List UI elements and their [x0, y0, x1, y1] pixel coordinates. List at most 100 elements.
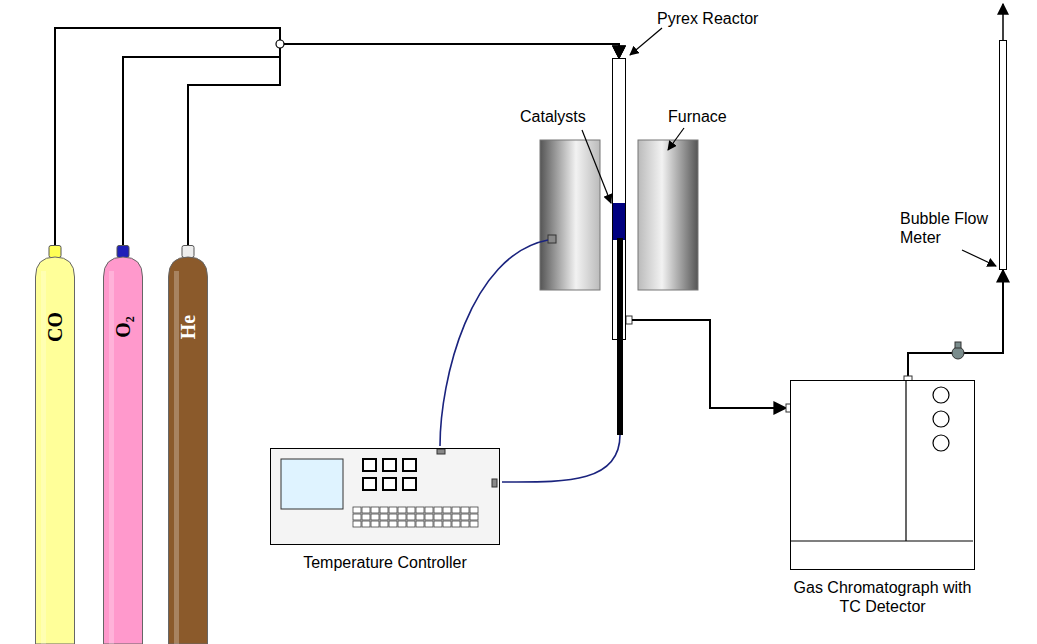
- keypad-key: [389, 514, 397, 520]
- control-button: [363, 478, 376, 490]
- reactor-outlet-port: [626, 316, 632, 324]
- keypad-key: [452, 521, 460, 527]
- keypad-key: [470, 514, 478, 520]
- keypad-key: [398, 514, 406, 520]
- keypad-key: [407, 514, 415, 520]
- control-button: [363, 459, 376, 471]
- keypad-key: [389, 507, 397, 513]
- keypad-key: [380, 514, 388, 520]
- cylinder-shape: [168, 245, 208, 644]
- gas-chromatograph: Gas Chromatograph with TC Detector: [790, 380, 975, 616]
- gas-line: [632, 320, 786, 408]
- part-label: Furnace: [668, 108, 727, 126]
- gas-chromatograph-face: [791, 381, 973, 568]
- controller-port: [437, 449, 445, 454]
- display-screen: [281, 459, 343, 509]
- furnace-block: [540, 140, 600, 290]
- keypad-key: [416, 521, 424, 527]
- panel-line: [905, 381, 906, 541]
- keypad-key: [434, 507, 442, 513]
- flow-valve: [952, 347, 964, 359]
- leader-line: [962, 250, 996, 266]
- keypad-key: [452, 507, 460, 513]
- keypad-key: [470, 521, 478, 527]
- keypad-key: [380, 507, 388, 513]
- keypad-key: [434, 521, 442, 527]
- part-label: Catalysts: [520, 108, 586, 126]
- part-label: Pyrex Reactor: [657, 9, 758, 28]
- gas-line: [123, 44, 619, 245]
- keypad-key: [362, 521, 370, 527]
- reactor-tube: Pyrex Reactor: [612, 58, 626, 340]
- keypad-key: [371, 521, 379, 527]
- cylinder-body: [169, 257, 208, 644]
- keypad-key: [461, 521, 469, 527]
- bubble-flow-meter: Bubble Flow Meter: [999, 40, 1007, 270]
- keypad-key: [407, 521, 415, 527]
- keypad-key: [470, 507, 478, 513]
- cylinder-valve: [49, 246, 61, 258]
- control-knob: [933, 435, 949, 451]
- gas-line: [55, 28, 619, 245]
- control-knob: [933, 387, 949, 403]
- catalyst-bed: [613, 203, 625, 240]
- part-label: Bubble Flow Meter: [900, 209, 995, 247]
- cylinder-valve: [182, 246, 194, 258]
- keypad-key: [353, 514, 361, 520]
- mixing-valve: [276, 40, 284, 48]
- control-button: [403, 459, 416, 471]
- flow-valve: [955, 342, 961, 348]
- cylinder-body: [36, 257, 75, 644]
- panel-line: [791, 540, 973, 541]
- keypad-key: [425, 514, 433, 520]
- cylinder-shape: [103, 245, 143, 644]
- temperature-controller-face: [271, 449, 498, 543]
- gas-chromatograph-body: [790, 380, 975, 570]
- keypad-key: [425, 521, 433, 527]
- keypad-key: [416, 507, 424, 513]
- keypad-key: [425, 507, 433, 513]
- gas-name: CO: [46, 312, 65, 342]
- gas-cylinder: O₂: [103, 245, 143, 644]
- control-button: [383, 459, 396, 471]
- node-label: Temperature Controller: [270, 553, 500, 572]
- leader-line: [668, 128, 684, 150]
- keypad-key: [443, 507, 451, 513]
- controller-port: [492, 479, 497, 487]
- keypad-key: [371, 507, 379, 513]
- gas-cylinder: CO: [35, 245, 75, 644]
- gas-line: [188, 44, 619, 245]
- gas-line: [908, 270, 1003, 376]
- control-button: [403, 478, 416, 490]
- gas-name: O₂: [114, 316, 133, 338]
- keypad-key: [452, 514, 460, 520]
- keypad-key: [443, 514, 451, 520]
- keypad-key: [434, 514, 442, 520]
- keypad-key: [353, 507, 361, 513]
- cylinder-shape: [35, 245, 75, 644]
- control-knob: [933, 411, 949, 427]
- gas-name: He: [179, 315, 198, 339]
- gas-cylinder: He: [168, 245, 208, 644]
- exhaust-arrow: [1002, 4, 1004, 40]
- keypad-key: [407, 507, 415, 513]
- keypad-key: [353, 521, 361, 527]
- keypad-key: [362, 507, 370, 513]
- keypad-key: [362, 514, 370, 520]
- keypad-key: [461, 507, 469, 513]
- cylinder-body: [104, 257, 143, 644]
- thermocouple: [617, 238, 623, 435]
- leader-line: [582, 130, 611, 203]
- temperature-controller-body: [270, 448, 500, 545]
- thermocouple-wire: [502, 435, 620, 482]
- leader-line: [630, 28, 662, 55]
- furnace-port: [548, 235, 556, 243]
- keypad-key: [398, 507, 406, 513]
- keypad-key: [416, 514, 424, 520]
- temperature-controller: Temperature Controller: [270, 448, 500, 572]
- thermocouple-wire: [440, 240, 548, 446]
- keypad-key: [371, 514, 379, 520]
- keypad-key: [398, 521, 406, 527]
- furnace-block: [638, 140, 698, 290]
- keypad-key: [461, 514, 469, 520]
